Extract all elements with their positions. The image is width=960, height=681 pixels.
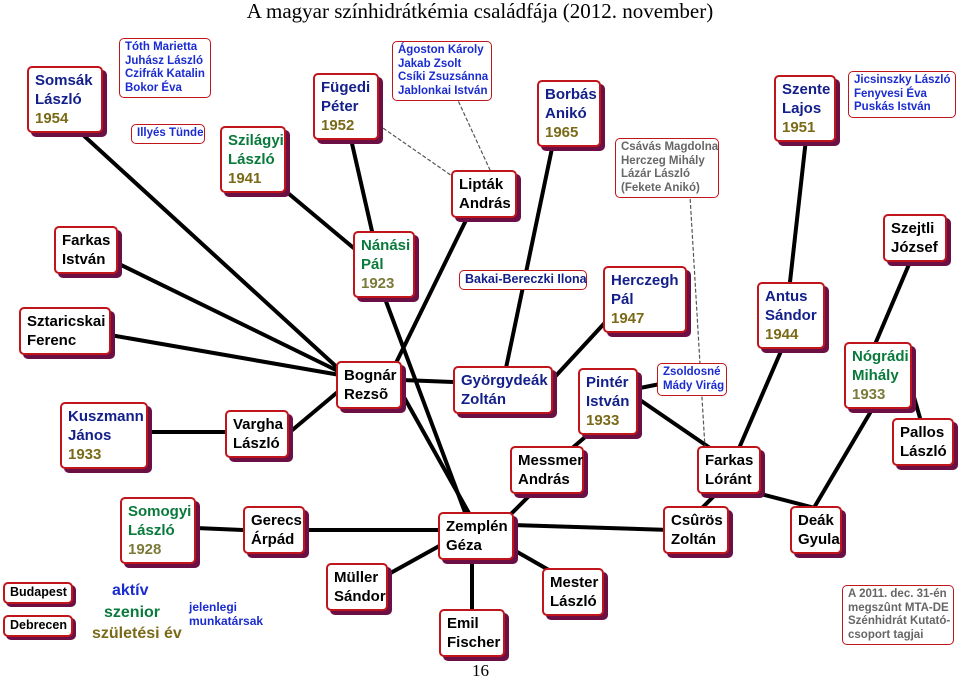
legend-staff: jelenlegi munkatársak: [189, 600, 264, 628]
node-somogyi[interactable]: Somogyi László 1928: [120, 497, 196, 564]
link-gyorgydeak-borbas: [504, 132, 557, 370]
link-bognar-farkas_istvan: [113, 260, 342, 374]
node-mester[interactable]: Mester László: [542, 568, 604, 616]
node-borbas[interactable]: Borbás Anikó 1965: [537, 80, 601, 147]
node-zemplen[interactable]: Zemplén Géza: [438, 512, 514, 560]
link-farkas_lorant-antus: [738, 333, 790, 448]
link-antus-szente: [788, 128, 809, 284]
node-messmer[interactable]: Messmer András: [510, 446, 584, 494]
node-zsoldosne[interactable]: Zsoldosné Mády Virág: [657, 363, 727, 396]
node-pinter[interactable]: Pintér István 1933: [578, 368, 638, 435]
legend-budapest: Budapest: [3, 582, 73, 604]
node-bognar[interactable]: Bognár Rezsõ: [336, 361, 402, 409]
node-agoston-group[interactable]: Ágoston Károly Jakab Zsolt Csíki Zsuzsán…: [392, 41, 492, 101]
node-pallos[interactable]: Pallos László: [892, 418, 954, 466]
node-antus[interactable]: Antus Sándor 1944: [757, 282, 825, 349]
node-csavas-group[interactable]: Csávás Magdolna Herczeg Mihály Lázár Lás…: [615, 138, 719, 198]
node-bakai[interactable]: Bakai-Bereczki Ilona: [459, 270, 587, 290]
link-zemplen-nanasi: [376, 278, 468, 517]
link-bognar-sztaricskai: [108, 333, 342, 377]
node-liptak[interactable]: Lipták András: [451, 170, 517, 218]
link-farkas_lorant-pinter: [638, 398, 712, 450]
node-farkas-istvan[interactable]: Farkas István: [54, 226, 118, 274]
node-gyorgydeak[interactable]: Györgydeák Zoltán: [453, 366, 553, 414]
link-bognar-vargha: [288, 388, 342, 434]
link-nogradi-pallos: [910, 388, 922, 420]
node-deak[interactable]: Deák Gyula: [790, 506, 842, 554]
node-kuszmann[interactable]: Kuszmann János 1933: [60, 402, 148, 469]
link-bognar-somsak: [68, 121, 342, 372]
legend-debrecen: Debrecen: [3, 615, 73, 637]
node-sztaricskai[interactable]: Sztaricskai Ferenc: [19, 307, 111, 355]
link-liptak-fugedi: [379, 125, 456, 179]
node-jicsinszky-group[interactable]: Jicsinszky László Fenyvesi Éva Puskás Is…: [848, 71, 956, 118]
legend-birth-year: születési év: [92, 625, 182, 642]
link-gerecs-somogyi: [194, 526, 245, 532]
link-liptak-agoston: [455, 95, 491, 171]
link-bognar-liptak: [393, 210, 472, 367]
node-nogradi[interactable]: Nógrádi Mihály 1933: [844, 342, 912, 409]
link-pinter-zsoldosne: [638, 382, 662, 390]
node-szejtli[interactable]: Szejtli József: [883, 214, 947, 262]
node-farkas-lorant[interactable]: Farkas Lóránt: [697, 446, 761, 494]
node-herczegh[interactable]: Herczegh Pál 1947: [603, 266, 687, 333]
node-nanasi[interactable]: Nánási Pál 1923: [353, 231, 415, 298]
node-vargha[interactable]: Vargha László: [225, 410, 289, 458]
node-muller[interactable]: Müller Sándor: [326, 563, 388, 611]
link-bognar-gyorgydeak: [400, 378, 455, 384]
legend-senior: szenior: [104, 604, 161, 621]
link-farkas_lorant-csavas: [689, 195, 706, 449]
link-deak-nogradi: [813, 394, 882, 508]
legend-active: aktív: [112, 582, 149, 599]
page-number: 16: [472, 661, 489, 680]
link-gyorgydeak-herczegh: [550, 313, 614, 382]
link-zemplen-csuros: [510, 523, 672, 532]
legend-deceased-note: A 2011. dec. 31-én megszûnt MTA-DE Szénh…: [842, 585, 954, 645]
node-szente[interactable]: Szente Lajos 1951: [774, 75, 836, 142]
node-somsak[interactable]: Somsák László 1954: [27, 66, 103, 133]
link-nogradi-szejtli: [874, 260, 912, 344]
link-nanasi-fugedi: [346, 124, 376, 242]
node-csuros[interactable]: Csûrös Zoltán: [663, 506, 729, 554]
page-title: A magyar színhidrátkémia családfája (201…: [246, 0, 714, 23]
node-illyes[interactable]: Illyés Tünde: [131, 124, 205, 144]
node-toth-group[interactable]: Tóth Marietta Juhász László Czifrák Kata…: [119, 38, 211, 98]
node-emil-fischer[interactable]: Emil Fischer: [439, 609, 505, 657]
node-fugedi[interactable]: Fügedi Péter 1952: [313, 73, 379, 140]
node-szilagyi[interactable]: Szilágyi László 1941: [220, 126, 286, 193]
node-gerecs[interactable]: Gerecs Árpád: [243, 506, 305, 554]
